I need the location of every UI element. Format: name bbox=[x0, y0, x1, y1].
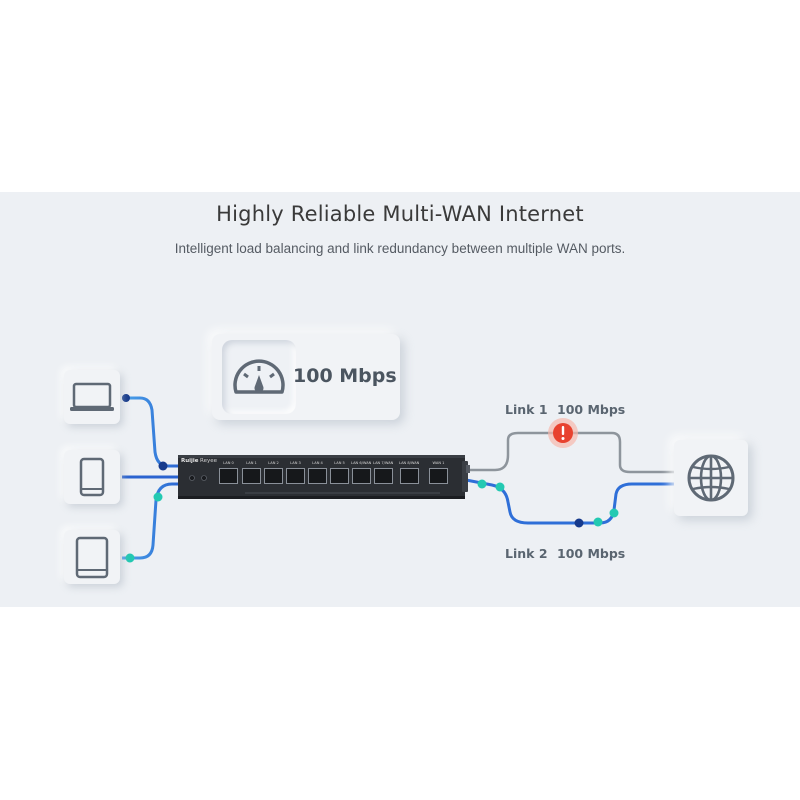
link-2-name: Link 2 bbox=[505, 546, 548, 561]
globe-icon bbox=[687, 454, 735, 502]
router-port-8: LAN 8/WAN 2 bbox=[399, 461, 420, 491]
wan-node-b bbox=[495, 482, 505, 492]
phone-icon bbox=[79, 457, 105, 497]
port-label: LAN 2 bbox=[268, 461, 279, 465]
port-socket bbox=[374, 468, 393, 484]
laptop-icon bbox=[70, 382, 114, 411]
laptop-card bbox=[64, 370, 120, 424]
tablet-cable-node bbox=[125, 553, 135, 563]
tablet-card bbox=[64, 530, 120, 584]
router-port-4: LAN 4 bbox=[307, 461, 328, 491]
port-label: LAN 3 bbox=[290, 461, 301, 465]
link-1-name: Link 1 bbox=[505, 402, 548, 417]
port-socket bbox=[219, 468, 238, 484]
port-label: LAN 7/WAN 3 bbox=[373, 461, 394, 465]
link-2-node-c bbox=[609, 508, 619, 518]
laptop-cable-node bbox=[122, 394, 130, 402]
port-label: LAN 1 bbox=[246, 461, 257, 465]
port-label: LAN 4 bbox=[312, 461, 323, 465]
port-label: LAN 0 bbox=[223, 461, 234, 465]
port-socket bbox=[264, 468, 283, 484]
speed-card: 100 Mbps bbox=[212, 334, 400, 420]
link-2-node-a bbox=[574, 518, 584, 528]
router-brand: Ruijie bbox=[181, 458, 199, 464]
port-socket bbox=[286, 468, 305, 484]
link-1-speed: 100 Mbps bbox=[557, 402, 626, 417]
router-port-1: LAN 1 bbox=[241, 461, 262, 491]
port-label: WAN 1 bbox=[432, 461, 445, 465]
link-2-line bbox=[465, 478, 676, 525]
tablet-icon bbox=[75, 536, 109, 579]
speedometer-icon bbox=[233, 359, 285, 394]
router-sub-brand: Reyee bbox=[200, 458, 217, 464]
port-label: LAN 6/WAN 4 bbox=[351, 461, 372, 465]
router-port-0: LAN 0 bbox=[218, 461, 239, 491]
port-socket bbox=[352, 468, 371, 484]
page-title: Highly Reliable Multi-WAN Internet bbox=[216, 202, 584, 226]
link-2-node-b bbox=[593, 517, 603, 527]
laptop-cable bbox=[122, 396, 182, 468]
tablet-cable bbox=[122, 482, 182, 560]
speed-value: 100 Mbps bbox=[293, 365, 397, 387]
wan-node-a bbox=[477, 479, 487, 489]
router-port-2: LAN 2 bbox=[263, 461, 284, 491]
laptop-router-node bbox=[158, 461, 168, 471]
link-2-speed: 100 Mbps bbox=[557, 546, 626, 561]
router-port-7: LAN 7/WAN 3 bbox=[373, 461, 394, 491]
router-port-5: LAN 5 bbox=[329, 461, 350, 491]
tablet-router-node bbox=[153, 492, 163, 502]
router-port-6: LAN 6/WAN 4 bbox=[351, 461, 372, 491]
port-socket bbox=[242, 468, 261, 484]
port-socket bbox=[400, 468, 419, 484]
port-label: LAN 5 bbox=[334, 461, 345, 465]
phone-card bbox=[64, 450, 120, 504]
internet-card bbox=[674, 440, 748, 516]
port-label: LAN 8/WAN 2 bbox=[399, 461, 420, 465]
link-1-alert-icon bbox=[548, 418, 578, 448]
router-port-3: LAN 3 bbox=[285, 461, 306, 491]
router-port-9: WAN 1 bbox=[428, 461, 449, 491]
speed-icon-box bbox=[222, 340, 296, 414]
port-socket bbox=[308, 468, 327, 484]
page-subtitle: Intelligent load balancing and link redu… bbox=[174, 241, 626, 256]
port-socket bbox=[330, 468, 349, 484]
port-socket bbox=[429, 468, 448, 484]
